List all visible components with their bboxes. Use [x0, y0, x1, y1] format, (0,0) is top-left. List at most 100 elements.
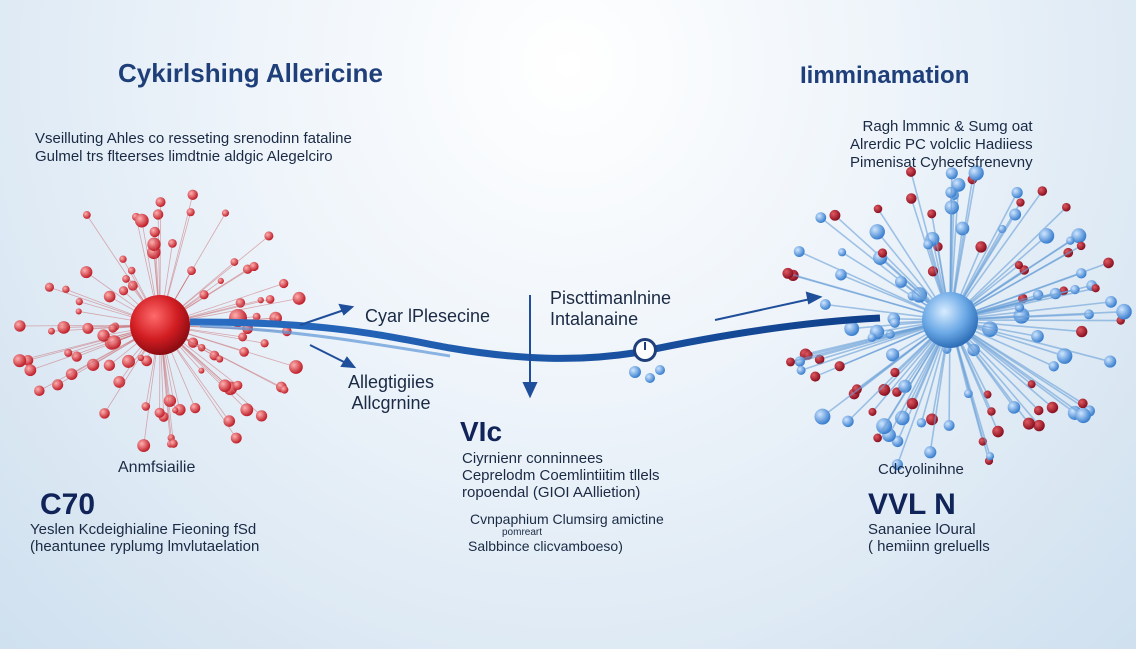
red-particle — [64, 348, 73, 357]
blue-particle — [894, 275, 907, 288]
blue-particle — [891, 459, 903, 471]
red-particle — [48, 327, 55, 335]
right-code: VVL N — [868, 488, 956, 521]
red-particle — [786, 357, 795, 367]
red-particle — [137, 354, 145, 362]
red-particle — [810, 371, 821, 382]
red-particle — [62, 285, 70, 294]
center-notes-line-3: ropoendal (GIOI AAllietion) — [462, 484, 641, 501]
left-notes-line-2: (heantunee ryplumg lmvlutaelation — [30, 538, 260, 555]
left-code: C70 — [40, 488, 96, 521]
red-particle — [249, 261, 259, 272]
red-particle — [44, 282, 54, 292]
right-immune-cell — [782, 165, 1132, 471]
red-particle — [906, 397, 919, 410]
red-particle — [80, 266, 93, 279]
center-notes-line-1: Ciyrnienr conninnees — [462, 450, 603, 467]
blue-cell-core — [922, 292, 978, 348]
blue-particle — [1011, 187, 1023, 199]
red-particle — [1076, 241, 1086, 251]
blue-particle — [844, 321, 860, 337]
red-particle — [99, 408, 110, 419]
center-notes-3: Salbbince clicvamboeso) — [468, 538, 623, 554]
arrow-label-1: Cyar lPlesecine — [365, 306, 491, 326]
red-particle — [868, 407, 877, 416]
red-particle — [13, 354, 27, 368]
red-particle — [782, 267, 794, 279]
left-notes-line-1: Yeslen Kcdeighialine Fieoning fSd — [30, 521, 257, 538]
red-particle — [1076, 325, 1088, 338]
center-notes-line-2: Ceprelodm Coemlintiitim tllels — [462, 467, 660, 484]
blue-particle — [1105, 296, 1117, 308]
red-particle — [169, 439, 178, 448]
red-particle — [1103, 257, 1114, 269]
red-particle — [82, 322, 94, 334]
mid-label-line-1: Piscttimanlnine — [550, 288, 672, 308]
red-particle — [906, 193, 917, 204]
red-particle — [1033, 405, 1044, 416]
flow-band-upper — [199, 324, 451, 358]
right-subtitle-line-2: Alrerdic PC volclic Hadiiess — [850, 136, 1033, 153]
red-particle — [292, 291, 306, 305]
blue-particle — [837, 248, 847, 257]
red-particle — [137, 439, 151, 453]
red-particle — [217, 277, 224, 285]
blue-particle — [916, 417, 927, 428]
blue-particle — [1009, 208, 1022, 221]
spoke — [949, 319, 1121, 322]
arrow-label-2: Allegtigiies Allcgrnine — [348, 372, 434, 414]
red-particle — [113, 375, 126, 388]
red-particle — [975, 241, 987, 253]
red-particle — [274, 314, 282, 322]
red-particle — [873, 204, 883, 214]
red-particle — [1037, 186, 1048, 196]
blue-particle — [951, 177, 966, 192]
red-particle — [230, 432, 242, 444]
right-cell-label: Cdcyolinihne — [878, 461, 964, 478]
arrow-down — [522, 295, 538, 399]
red-particle — [255, 410, 268, 422]
red-particle — [127, 266, 136, 275]
spoke — [949, 310, 1125, 321]
red-particle — [199, 290, 209, 300]
red-particle — [198, 367, 205, 374]
red-particle — [24, 364, 37, 377]
red-particle — [239, 347, 249, 357]
red-particle — [57, 321, 71, 334]
red-particle — [280, 385, 289, 394]
red-particle — [877, 248, 888, 258]
red-particle — [75, 308, 82, 315]
red-particle — [992, 425, 1004, 438]
red-particle — [103, 290, 116, 303]
red-particle — [230, 258, 239, 266]
red-particle — [14, 320, 26, 332]
red-particle — [279, 278, 289, 289]
main-flow-band — [189, 314, 881, 362]
left-subtitle-line-1: Vseilluting Ahles co resseting srenodinn… — [35, 130, 352, 147]
red-particle — [107, 335, 121, 350]
red-particle — [172, 407, 179, 414]
clock-icon — [633, 338, 657, 362]
right-notes-line-1: Sananiee lOural — [868, 521, 976, 538]
center-notes-2-small: pomreart — [502, 527, 543, 538]
red-particle — [1062, 202, 1071, 212]
red-particle — [1077, 398, 1088, 409]
red-particle — [1022, 417, 1035, 430]
blue-particle — [886, 348, 900, 362]
red-particle — [75, 298, 83, 306]
blue-particle — [1031, 330, 1044, 343]
red-particle — [103, 359, 115, 371]
red-particle — [155, 197, 166, 208]
blue-particle — [1066, 236, 1075, 245]
blue-particle — [923, 239, 934, 250]
red-particle — [829, 209, 841, 221]
red-particle — [265, 294, 275, 304]
blue-particle — [924, 446, 937, 459]
red-particle — [216, 355, 224, 363]
red-particle — [108, 323, 118, 333]
red-particle — [147, 237, 161, 251]
red-particle — [264, 231, 274, 241]
red-particle — [240, 403, 254, 417]
blue-particle — [842, 415, 854, 428]
blue-particle — [895, 410, 910, 426]
